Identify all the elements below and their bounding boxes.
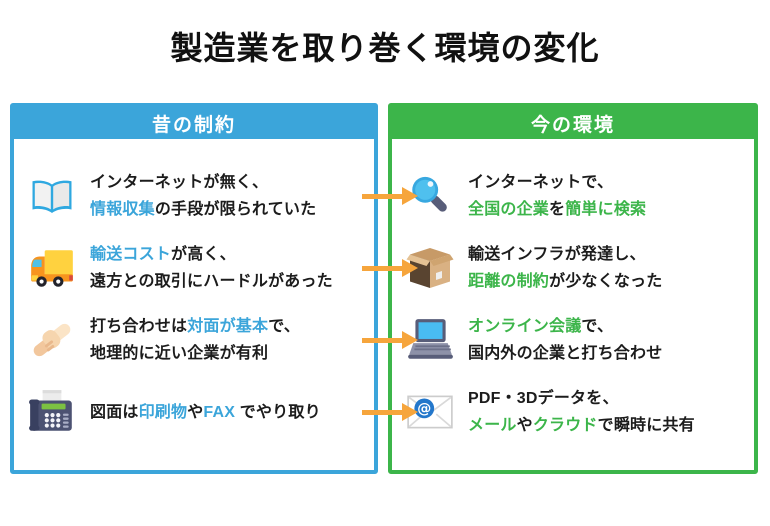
current-environment-list: インターネットで、 全国の企業を簡単に検索 輸送インフラが: [392, 139, 754, 448]
text-segment: クラウド: [532, 417, 598, 434]
text-segment: 打ち合わせは: [90, 318, 188, 335]
text-line: オンライン会議で、: [468, 313, 662, 340]
text-segment: 輸送コスト: [90, 246, 172, 263]
text-segment: 図面は: [90, 403, 139, 421]
text-line: 輸送インフラが発達し、: [468, 241, 662, 268]
text-line: インターネットが無く、: [90, 169, 316, 196]
text-segment: PDF・3Dデータを、: [468, 390, 619, 407]
email-icon: @: [404, 387, 456, 437]
text-segment: や: [187, 403, 204, 421]
truck-icon: [26, 243, 78, 293]
arrow-right-icon: [362, 259, 418, 277]
text-line: PDF・3Dデータを、: [468, 385, 695, 412]
text-line: 全国の企業を簡単に検索: [468, 196, 646, 223]
text-segment: メール: [468, 417, 517, 434]
page-title: 製造業を取り巻く環境の変化: [170, 30, 600, 66]
magnifier-icon: [404, 173, 456, 219]
text-segment: インターネットで、: [468, 174, 614, 191]
text-line: 情報収集の手段が限られていた: [90, 196, 316, 223]
list-item: 輸送インフラが発達し、 距離の制約が少なくなった: [392, 232, 754, 304]
item-text: PDF・3Dデータを、 メールやクラウドで瞬時に共有: [468, 385, 695, 439]
text-segment: 対面が基本: [187, 318, 269, 335]
text-segment: オンライン会議: [468, 318, 582, 335]
item-text: オンライン会議で、 国内外の企業と打ち合わせ: [468, 313, 662, 367]
list-item: インターネットで、 全国の企業を簡単に検索: [392, 160, 754, 232]
text-segment: 輸送インフラが発達し、: [468, 246, 646, 263]
text-segment: 印刷物: [138, 403, 188, 421]
text-line: インターネットで、: [468, 169, 646, 196]
list-item: インターネットが無く、 情報収集の手段が限られていた: [14, 160, 374, 232]
item-text: 輸送コストが高く、 遠方との取引にハードルがあった: [90, 241, 333, 295]
current-environment-header: 今の環境: [392, 107, 754, 139]
old-constraints-panel: 昔の制約 インターネットが無く、 情報収集の手段が限られていた: [10, 103, 378, 474]
text-segment: 情報収集: [90, 201, 155, 218]
item-text: インターネットで、 全国の企業を簡単に検索: [468, 169, 646, 223]
list-item: @ PDF・3Dデータを、 メールやクラウドで瞬時に共有: [392, 376, 754, 448]
text-segment: で、: [581, 318, 614, 335]
text-segment: FAX: [203, 403, 236, 421]
text-segment: インターネットが無く、: [90, 174, 269, 191]
list-item: 打ち合わせは対面が基本で、 地理的に近い企業が有利: [14, 304, 374, 376]
arrow-right-icon: [362, 187, 418, 205]
text-line: 打ち合わせは対面が基本で、: [90, 313, 300, 340]
text-segment: で瞬時に共有: [597, 417, 695, 434]
text-segment: 全国の企業: [468, 201, 550, 218]
text-line: 遠方との取引にハードルがあった: [90, 268, 333, 295]
text-line: 国内外の企業と打ち合わせ: [468, 340, 662, 367]
comparison-board: 昔の制約 インターネットが無く、 情報収集の手段が限られていた: [0, 103, 770, 474]
text-line: 地理的に近い企業が有利: [90, 340, 300, 367]
text-segment: 距離の制約: [468, 273, 550, 290]
text-segment: や: [516, 417, 533, 434]
text-segment: が少なくなった: [549, 273, 663, 290]
text-line: 輸送コストが高く、: [90, 241, 333, 268]
list-item: 図面は印刷物やFAX でやり取り: [14, 376, 374, 448]
text-segment: 国内外の企業と打ち合わせ: [468, 345, 663, 362]
handshake-icon: [26, 317, 78, 363]
text-segment: 遠方との取引にハードルがあった: [90, 273, 333, 290]
book-icon: [26, 172, 78, 220]
arrow-right-icon: [362, 331, 418, 349]
text-line: 距離の制約が少なくなった: [468, 268, 662, 295]
list-item: オンライン会議で、 国内外の企業と打ち合わせ: [392, 304, 754, 376]
old-constraints-header: 昔の制約: [14, 107, 374, 139]
text-segment: で、: [268, 318, 300, 335]
old-constraints-list: インターネットが無く、 情報収集の手段が限られていた: [14, 139, 374, 448]
text-segment: でやり取り: [235, 403, 321, 421]
list-item: 輸送コストが高く、 遠方との取引にハードルがあった: [14, 232, 374, 304]
item-text: 打ち合わせは対面が基本で、 地理的に近い企業が有利: [90, 313, 300, 367]
laptop-icon: [404, 315, 456, 365]
text-segment: が高く、: [171, 246, 236, 263]
fax-icon: [26, 387, 78, 437]
text-segment: を: [549, 201, 566, 218]
item-text: 図面は印刷物やFAX でやり取り: [90, 399, 321, 426]
text-segment: 簡単に検索: [565, 201, 647, 218]
item-text: 輸送インフラが発達し、 距離の制約が少なくなった: [468, 241, 662, 295]
text-line: 図面は印刷物やFAX でやり取り: [90, 399, 321, 426]
text-segment: の手段が限られていた: [154, 201, 317, 218]
item-text: インターネットが無く、 情報収集の手段が限られていた: [90, 169, 316, 223]
text-line: メールやクラウドで瞬時に共有: [468, 412, 695, 439]
current-environment-panel: 今の環境 インターネットで、 全国の企業を簡単に検索: [388, 103, 758, 474]
text-segment: 地理的に近い企業が有利: [90, 345, 269, 362]
arrow-right-icon: [362, 403, 418, 421]
svg-text:@: @: [417, 401, 431, 417]
